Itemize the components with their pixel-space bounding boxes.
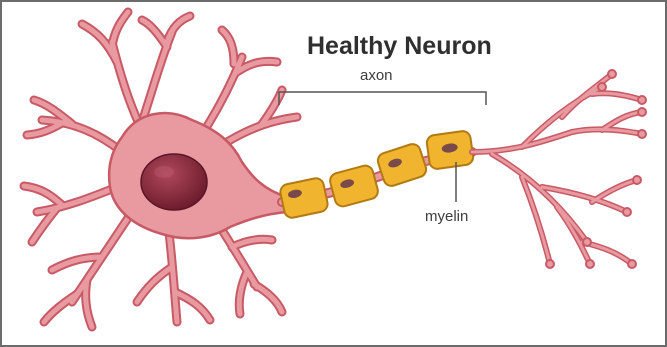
axon-terminals [472, 70, 646, 268]
nucleus [141, 154, 207, 210]
axon-bracket [279, 92, 486, 105]
myelin-label: myelin [425, 208, 468, 225]
diagram-title: Healthy Neuron [307, 32, 492, 60]
axon-label: axon [360, 67, 393, 84]
